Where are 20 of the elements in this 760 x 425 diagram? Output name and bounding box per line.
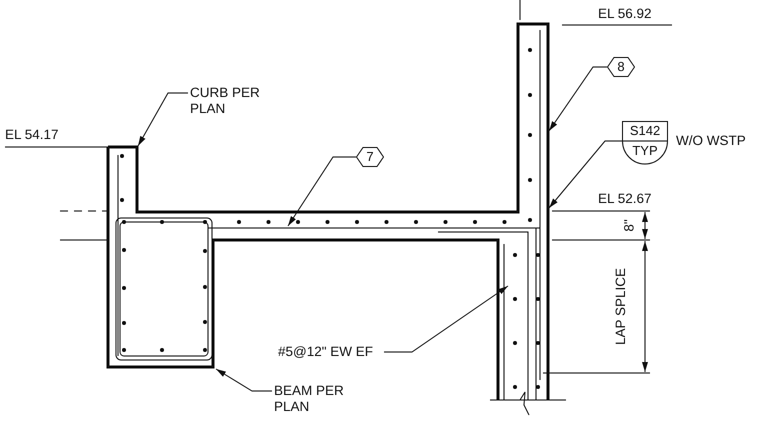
- leader-line: [548, 140, 622, 208]
- leader-line: [548, 66, 608, 132]
- dimension-text: 8": [622, 219, 637, 232]
- callout-hexagon: 8: [607, 57, 635, 77]
- dimension-text: LAP SPLICE: [613, 268, 628, 346]
- note-text: CURB PER PLAN: [190, 85, 280, 117]
- leader-line: [288, 156, 356, 226]
- detail-text: TYP: [631, 143, 659, 159]
- leader-line: [384, 286, 508, 352]
- elevation-label: EL 54.17: [5, 127, 59, 143]
- callout-note: W/O WSTP: [676, 133, 746, 149]
- elevation-label: EL 52.67: [598, 191, 652, 207]
- elevation-label: EL 56.92: [598, 6, 652, 22]
- leader-line: [216, 368, 272, 392]
- sheet-number: S142: [628, 123, 662, 139]
- note-text: BEAM PER PLAN: [274, 383, 364, 415]
- callout-hexagon: 7: [356, 147, 384, 167]
- leader-line: [138, 92, 188, 146]
- note-text: #5@12" EW EF: [278, 344, 374, 360]
- section-callout: [622, 121, 668, 165]
